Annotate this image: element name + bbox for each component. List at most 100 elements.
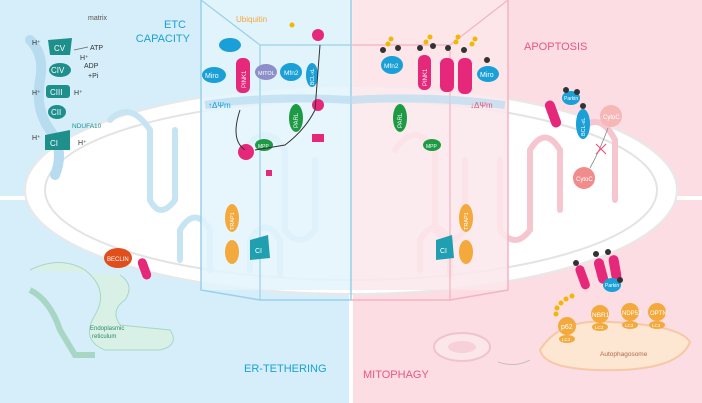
beclin-protein: BECLIN (104, 248, 132, 268)
svg-text:CII: CII (51, 108, 61, 117)
ubiquitin-chain-mitophagy (553, 293, 575, 317)
pink-sphere-right (312, 99, 324, 111)
ubiquitin-dot (289, 22, 295, 28)
svg-text:NDP52: NDP52 (622, 311, 642, 317)
er-title: ER-TETHERING (244, 363, 327, 375)
phospho-dots-right (380, 43, 490, 63)
parl-right: PARL (393, 104, 407, 132)
svg-text:BCL-xL: BCL-xL (310, 68, 316, 85)
er-tubule (28, 287, 95, 358)
parl-left: PARL (289, 104, 303, 132)
svg-text:LC3: LC3 (625, 323, 634, 328)
pi-label: +Pi (88, 73, 99, 80)
pink1-mitophagy-1 (575, 265, 590, 290)
bclxl-apoptosis: BCL-xL (576, 109, 590, 139)
nbr1-receptor: NBR1 LC3 (591, 305, 610, 331)
pink1-right: PINK1 (418, 55, 431, 90)
cytoc-inner: CytoC (600, 105, 622, 127)
complex-iii: CIII (46, 85, 70, 98)
atp-label: ATP (90, 45, 103, 52)
apoptosis-title: APOPTOSIS (524, 41, 587, 53)
autophagosome-label: Autophagosome (600, 351, 648, 358)
complex-iv: CIV (49, 63, 71, 77)
svg-text:LC3: LC3 (595, 325, 604, 330)
hplus-cv: H⁺ (32, 40, 41, 47)
mitol-left: MITOL (255, 64, 277, 80)
ndufa10-label: NDUFA10 (72, 123, 102, 130)
delta-psi-up: ↑ΔΨm (208, 101, 231, 110)
optn-receptor: OPTN LC3 (648, 303, 667, 329)
svg-text:PARL: PARL (294, 112, 300, 128)
svg-text:CV: CV (54, 44, 66, 53)
etc-membrane (25, 35, 64, 180)
svg-text:CI: CI (440, 248, 447, 255)
svg-text:MITOL: MITOL (258, 71, 275, 77)
svg-text:CIV: CIV (51, 66, 65, 75)
complex-ii: CII (48, 105, 66, 119)
er-shape (29, 262, 174, 351)
svg-text:Parkin: Parkin (564, 96, 578, 102)
er-label-line1: Endoplasmic (90, 326, 124, 332)
etc-title-line2: CAPACITY (136, 33, 191, 45)
svg-text:MPP: MPP (258, 144, 270, 150)
svg-text:PARL: PARL (398, 112, 404, 128)
delta-psi-down: ↓ΔΨm (470, 101, 493, 110)
trap1-left-lower (225, 240, 239, 264)
hplus-cv-out: H⁺ (80, 55, 89, 62)
svg-text:CI: CI (255, 248, 262, 255)
block-x-icon (595, 143, 607, 155)
trap1-right: TRAP1 (459, 204, 473, 232)
pink1-fragment (312, 134, 324, 142)
svg-text:Miro: Miro (205, 73, 219, 80)
mitophagy-title: MITOPHAGY (363, 369, 429, 381)
mfn2-top-left (219, 38, 241, 52)
ci-left: CI (250, 235, 270, 260)
svg-text:MPP: MPP (426, 144, 438, 150)
svg-text:OPTN: OPTN (650, 311, 667, 317)
svg-text:LC3: LC3 (652, 323, 661, 328)
svg-text:p62: p62 (561, 324, 573, 331)
svg-text:Mfn2: Mfn2 (384, 63, 399, 70)
complex-v: CV (48, 38, 72, 55)
mpp-right: MPP (423, 139, 441, 151)
miro-left: Miro (202, 67, 226, 83)
pink1-mitophagy-2 (593, 258, 609, 284)
parkin-mitophagy: Parkin (603, 278, 621, 292)
svg-text:LC3: LC3 (562, 337, 571, 342)
pink1-mitophagy-3 (608, 255, 622, 281)
pink1-apoptosis (544, 100, 562, 128)
p62-receptor: p62 LC3 (558, 317, 576, 343)
hplus-ci-out: H⁺ (78, 140, 87, 147)
matrix-label: matrix (88, 15, 108, 22)
svg-text:Parkin: Parkin (605, 283, 619, 289)
trap1-left: TRAP1 (225, 204, 239, 232)
complex-i: CI (45, 130, 70, 150)
bclxl-left: BCL-xL (306, 63, 318, 87)
svg-text:CytoC: CytoC (576, 177, 593, 183)
pink1-right-3 (458, 58, 472, 94)
pink-sphere-top (312, 29, 324, 41)
svg-text:BECLIN: BECLIN (107, 257, 129, 263)
ndp52-receptor: NDP52 LC3 (621, 303, 642, 329)
mfn2-right: Mfn2 (381, 56, 403, 74)
svg-text:CIII: CIII (50, 88, 62, 97)
trap1-right-lower (459, 240, 473, 264)
autophagosome (538, 320, 692, 372)
ci-right: CI (436, 235, 454, 260)
miro-right: Miro (477, 66, 499, 82)
cytoc-outer: CytoC (573, 167, 595, 189)
engulf-arrow (497, 359, 531, 365)
hplus-ciii-in: H⁺ (32, 90, 41, 97)
adp-label: ADP (84, 63, 99, 70)
pink1-right-2 (440, 58, 454, 92)
svg-text:Mfn2: Mfn2 (284, 70, 299, 77)
svg-text:NBR1: NBR1 (592, 312, 610, 319)
hplus-ciii-out: H⁺ (74, 90, 83, 97)
pink1-small-fragment (266, 170, 272, 176)
svg-text:PINK1: PINK1 (242, 70, 248, 88)
svg-text:PINK1: PINK1 (423, 68, 429, 86)
svg-text:BCL-xL: BCL-xL (581, 118, 587, 136)
svg-text:TRAP1: TRAP1 (230, 212, 236, 230)
